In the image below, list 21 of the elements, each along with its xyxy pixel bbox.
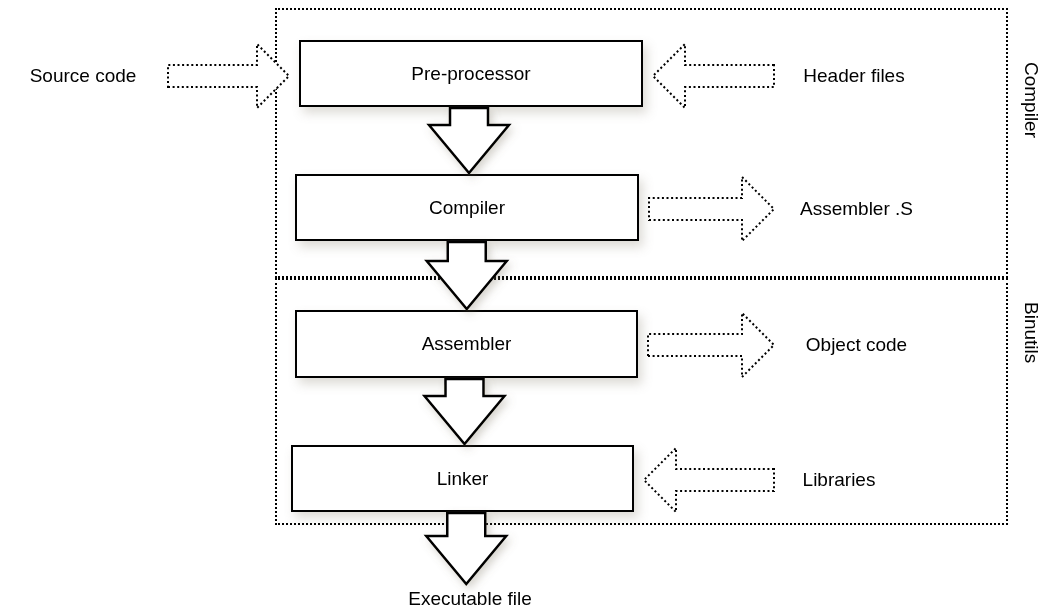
block-arrow <box>424 240 510 311</box>
dotted-block-arrow <box>651 41 775 111</box>
process-box: Compiler <box>295 174 639 241</box>
block-arrow <box>423 511 509 586</box>
process-box: Linker <box>291 445 634 512</box>
dotted-block-arrow <box>642 445 775 515</box>
block-arrow <box>421 377 508 446</box>
data-label: Object code <box>784 331 929 359</box>
data-label: Header files <box>784 62 924 90</box>
data-label: Libraries <box>784 466 894 494</box>
dotted-block-arrow <box>647 310 776 380</box>
region-label: Binutils <box>1020 302 1042 364</box>
data-label: Assembler .S <box>784 195 929 223</box>
region-label: Compiler <box>1020 62 1042 139</box>
dotted-block-arrow <box>167 41 291 111</box>
process-box: Assembler <box>295 310 638 378</box>
process-box: Pre-processor <box>299 40 643 107</box>
dotted-block-arrow <box>648 174 776 244</box>
block-arrow <box>426 106 512 175</box>
data-label: Source code <box>8 62 158 90</box>
data-label: Executable file <box>385 585 555 613</box>
